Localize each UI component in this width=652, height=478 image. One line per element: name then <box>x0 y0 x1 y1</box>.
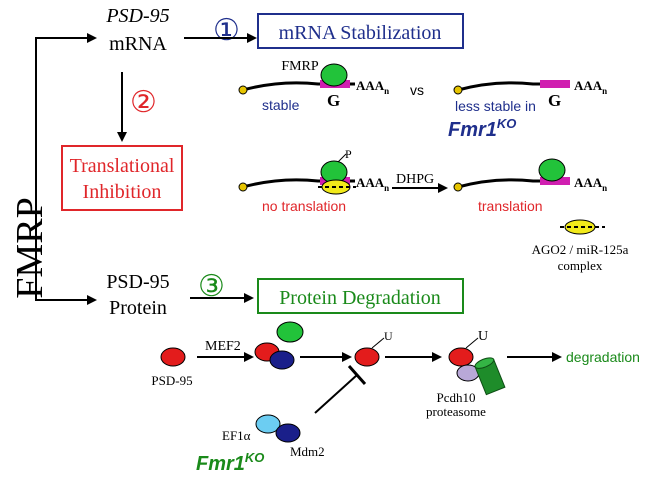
ef1a-protein <box>255 414 281 434</box>
stable-label: stable <box>262 97 300 113</box>
psd95-protein-subtitle: Protein <box>109 297 167 319</box>
mrna-stabilization-box <box>257 13 464 49</box>
poly-a-repressed: AAAn <box>356 175 389 193</box>
proteasome-icon <box>474 357 506 396</box>
protein-degradation-box <box>257 278 464 314</box>
inhibition-bar <box>347 365 367 385</box>
fmr1-ko-label-top: Fmr1KO <box>448 116 516 141</box>
psd95-mrna-subtitle: mRNA <box>109 33 167 55</box>
translation-label: translation <box>478 198 543 214</box>
phospho-label: P <box>345 147 352 161</box>
g-label-less-stable: G <box>548 91 561 110</box>
dhpg-label: DHPG <box>396 172 434 187</box>
less-stable-label: less stable in <box>455 98 536 114</box>
ago2-label: AGO2 / miR-125a <box>532 242 629 257</box>
poly-a-stable: AAAn <box>356 78 389 96</box>
proteasome-label: proteasome <box>426 404 486 419</box>
degradation-label: degradation <box>566 349 640 365</box>
mdm2-protein-complex <box>269 350 295 370</box>
psd95-at-proteasome <box>448 347 474 367</box>
no-translation-label: no translation <box>262 198 346 214</box>
inhibition-line <box>314 374 358 414</box>
psd95-protein <box>160 347 186 367</box>
poly-a-less-stable: AAAn <box>574 78 607 96</box>
mrna-strand-repressed <box>242 178 355 189</box>
fmrp-protein-stable <box>320 63 348 87</box>
branch2-number: ② <box>130 86 157 119</box>
fmr1-ko-label-bottom: Fmr1KO <box>196 450 264 475</box>
inhibition-label: Inhibition <box>83 181 162 203</box>
mrna-strand-translated <box>457 178 570 189</box>
fmrp-protein-translated <box>538 158 566 182</box>
mrna-cap-less-stable <box>453 85 463 95</box>
ub-tick-2 <box>465 337 479 349</box>
g-element-less-stable <box>540 80 570 88</box>
ago2-complex-label: complex <box>558 258 603 273</box>
vs-label: vs <box>410 82 424 98</box>
mdm2-protein <box>275 423 301 443</box>
psd95-ubiquitinated <box>354 347 380 367</box>
mdm2-label: Mdm2 <box>290 444 325 459</box>
fmrp-root-label: FMRP <box>9 197 51 298</box>
poly-a-translated: AAAn <box>574 175 607 193</box>
mrna-cap-stable <box>238 85 248 95</box>
psd95-protein-title: PSD-95 <box>106 271 169 293</box>
ub-label-2: U <box>478 329 488 344</box>
translational-inhibition-box <box>61 145 183 211</box>
ef1a-label: EF1α <box>222 428 251 443</box>
branch1-number: ① <box>213 14 240 47</box>
psd95-mrna-title: PSD-95 <box>105 5 169 27</box>
fmrp-protein-complex <box>276 321 304 343</box>
pcdh10-label: Pcdh10 <box>437 390 476 405</box>
g-label-stable: G <box>327 91 340 110</box>
mrna-strand-stable <box>242 81 355 92</box>
ub-label-1: U <box>384 329 393 343</box>
mrna-stabilization-label: mRNA Stabilization <box>279 22 442 44</box>
fmrp-label-stable: FMRP <box>281 59 319 74</box>
mrna-cap-repressed <box>238 182 248 192</box>
protein-degradation-label: Protein Degradation <box>279 287 441 309</box>
mrna-cap-translated <box>453 182 463 192</box>
translational-label: Translational <box>70 155 175 177</box>
psd95-protein-label: PSD-95 <box>151 373 192 388</box>
phospho-tick <box>337 153 347 163</box>
ub-tick-1 <box>371 337 385 349</box>
mrna-strand-less-stable <box>457 81 570 92</box>
mef2-label: MEF2 <box>205 339 241 354</box>
